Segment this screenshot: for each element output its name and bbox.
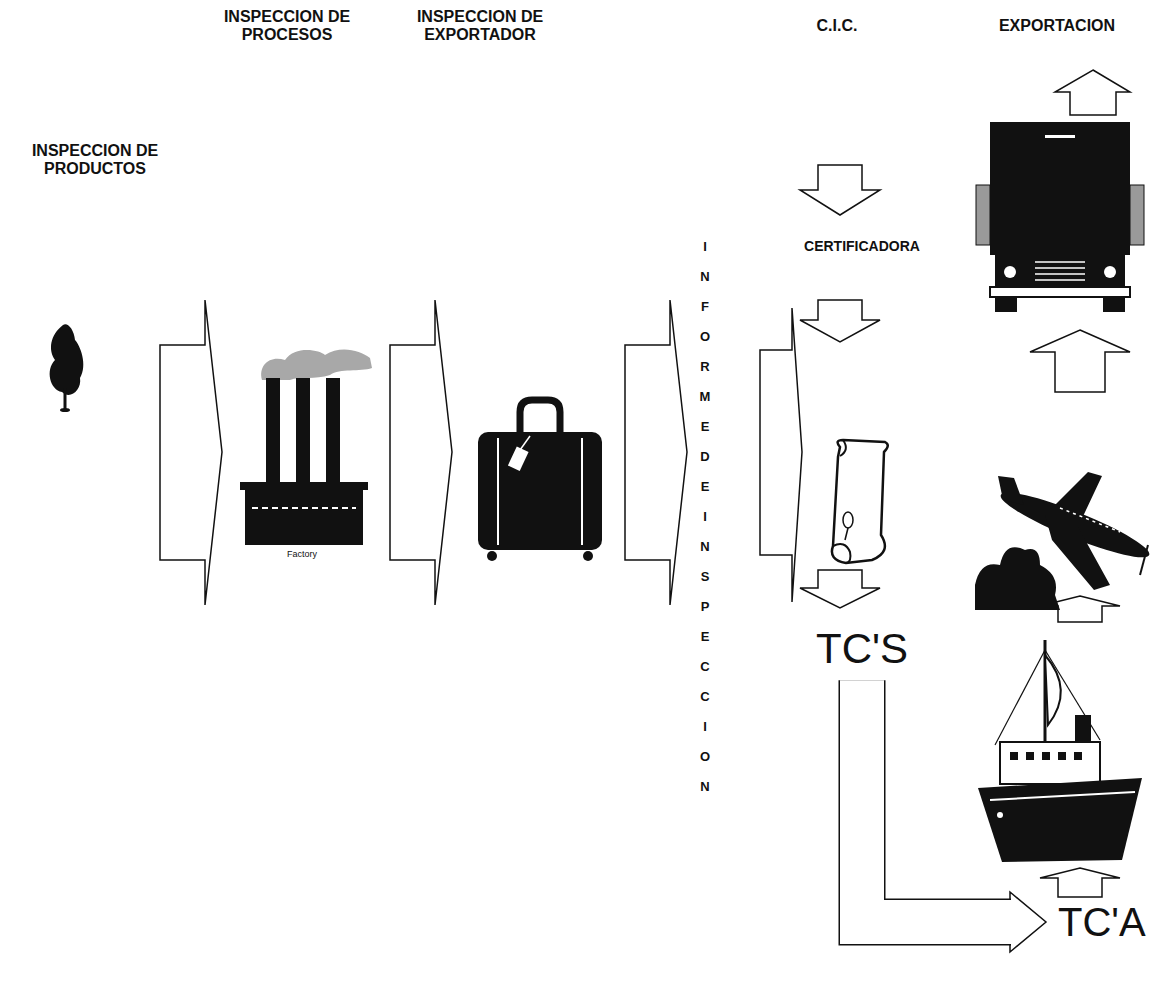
scroll-curl (833, 544, 851, 563)
suitcase-stripe (497, 438, 499, 545)
suitcase-stripe (581, 438, 583, 545)
plane-wing (1045, 472, 1110, 590)
tag-string (520, 436, 530, 450)
truck-wheel (1103, 297, 1125, 312)
node-text: TC'S (816, 626, 908, 672)
up-arrow (1030, 330, 1130, 392)
ship-anchor-mark (997, 812, 1003, 818)
truck-box (990, 122, 1130, 255)
stage-heading: EXPORTACION (982, 17, 1132, 35)
suitcase-handle (520, 400, 560, 435)
plane-propeller (1140, 545, 1148, 575)
chevron-arrow (390, 300, 452, 605)
certificate-code: TC'A (1054, 898, 1150, 946)
chevron-arrow (625, 300, 687, 605)
factory-base (245, 487, 363, 545)
chevron-arrow (760, 308, 802, 602)
tree-crown (50, 324, 84, 395)
suitcase-wheel (487, 551, 497, 561)
truck-icon (976, 122, 1144, 312)
smoke (261, 349, 372, 380)
suitcase-body (478, 432, 602, 550)
certificate-seal (843, 512, 853, 528)
ship-funnel (1075, 715, 1091, 743)
certificate-icon (832, 440, 888, 563)
truck-mirror (976, 185, 990, 245)
ship-sail (1045, 655, 1061, 725)
truck-cab (995, 255, 1125, 287)
icon-caption: Factory (272, 549, 332, 559)
arrow-shaft-outline (862, 680, 1011, 922)
arrow-shaft-fill (862, 680, 1013, 922)
suitcase-wheel (583, 551, 593, 561)
scroll-curl (840, 440, 846, 456)
plane-tail (998, 476, 1024, 505)
truck-grille (1035, 262, 1085, 280)
down-arrow (800, 165, 880, 215)
stage-heading: INSPECCION DE PROCESOS (212, 8, 362, 45)
node-text: TC'A (1058, 900, 1146, 944)
ship-rigging (1045, 650, 1100, 740)
stage-heading: INSPECCION DE EXPORTADOR (405, 8, 555, 45)
stage-heading: INSPECCION DE PRODUCTOS (20, 142, 170, 179)
cloud (975, 547, 1060, 610)
stage-heading: C.I.C. (762, 17, 912, 35)
plane-icon (975, 472, 1154, 610)
hollow-bent-arrow (862, 680, 1046, 952)
ship-portholes (1010, 752, 1082, 760)
seal-ribbon (845, 528, 848, 540)
certificate-scroll (832, 440, 888, 563)
chimney (296, 378, 310, 488)
up-arrow (1055, 70, 1130, 115)
ship-icon (978, 640, 1142, 862)
ship-superstructure (1000, 742, 1100, 784)
column-label: CERTIFICADORA (787, 238, 937, 254)
factory-icon (240, 349, 372, 545)
ship-stripe (990, 792, 1135, 800)
ship-rigging (995, 650, 1045, 745)
up-arrow (1040, 868, 1120, 897)
suitcase-icon (478, 400, 602, 561)
chimney (326, 378, 340, 488)
truck-mirror (1130, 185, 1144, 245)
plane-windows (1060, 508, 1120, 532)
truck-headlight (1104, 266, 1116, 278)
down-arrow (800, 570, 880, 608)
ship-hull (978, 778, 1142, 862)
truck-headlight (1004, 266, 1016, 278)
certificate-code: TC'S (812, 624, 912, 674)
chimney (266, 378, 280, 488)
suitcase-tag (508, 446, 529, 471)
truck-wheel (995, 297, 1017, 312)
truck-mark (1045, 135, 1075, 138)
truck-bumper (990, 287, 1130, 297)
down-arrow (800, 300, 880, 342)
tree-base (60, 408, 70, 412)
tree-icon (50, 324, 84, 412)
tree-trunk (64, 388, 67, 410)
vertical-label: INFORME DE INSPECCION (699, 232, 711, 802)
factory-stripe (252, 507, 356, 509)
chevron-arrow (160, 300, 222, 605)
arrow-head (1010, 892, 1046, 952)
